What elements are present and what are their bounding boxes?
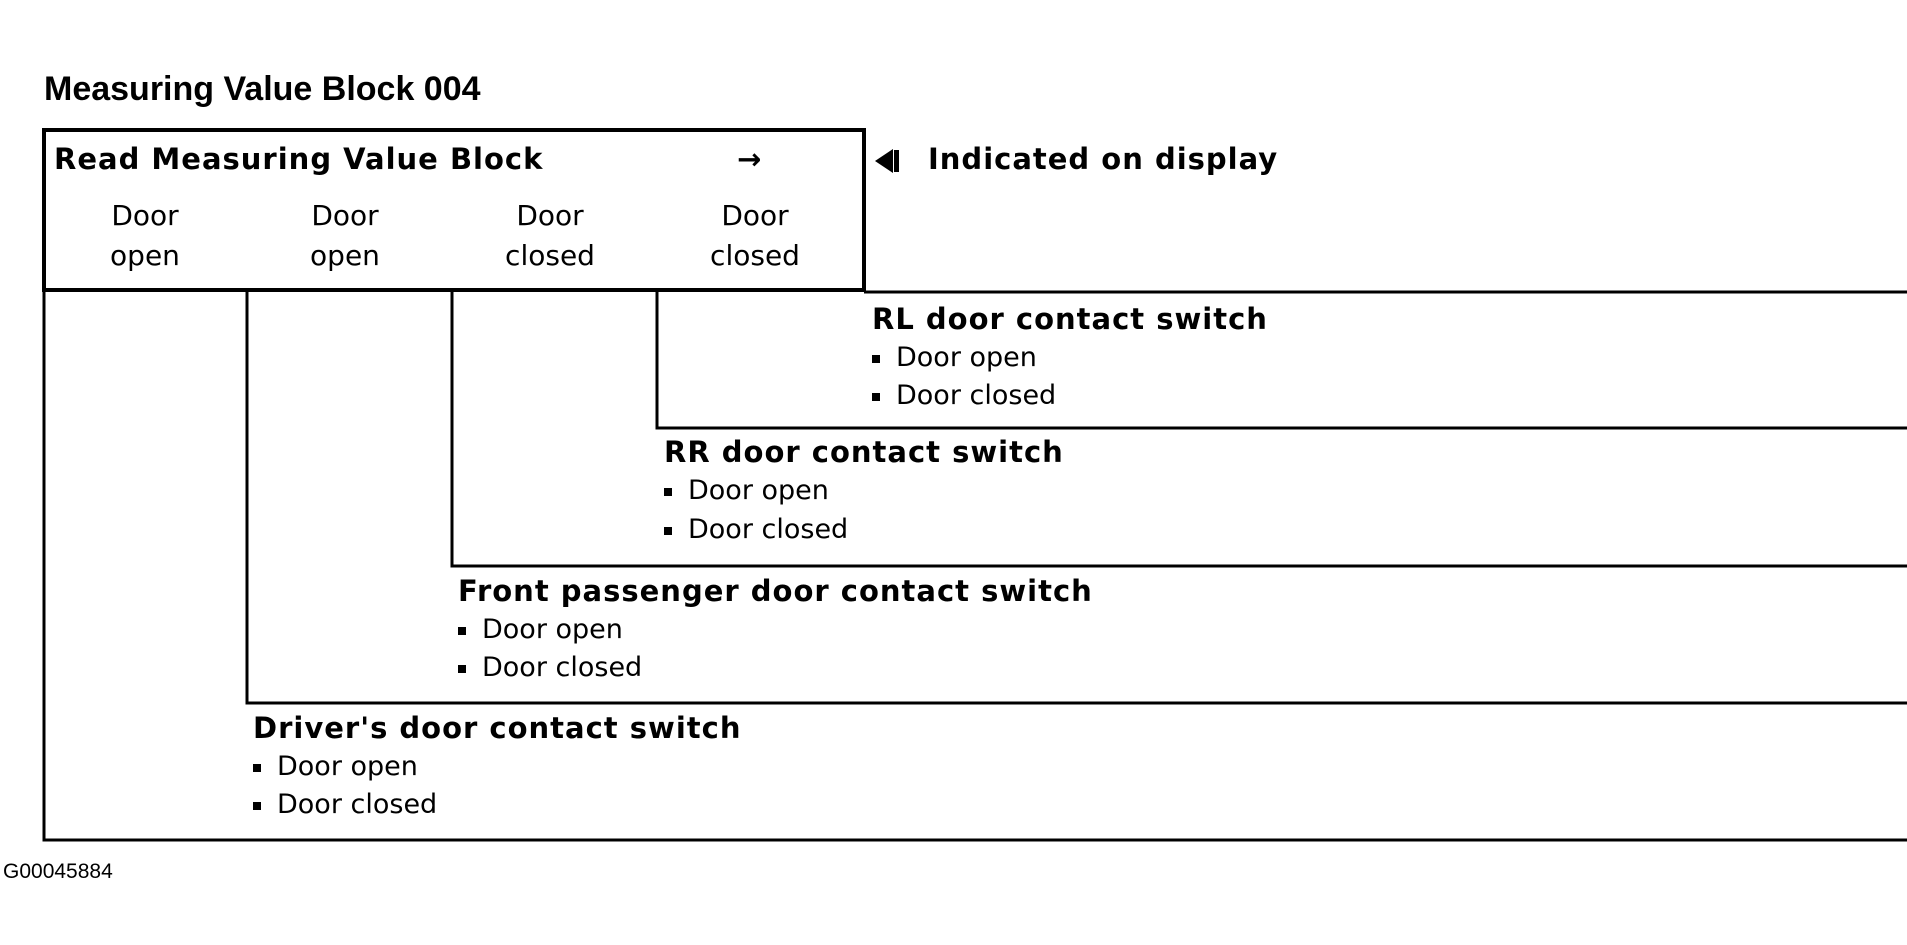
driver-item-open: Door open	[253, 751, 418, 782]
item-label: Door open	[688, 475, 829, 506]
display-header: Read Measuring Value Block	[54, 142, 544, 176]
rl-switch-title: RL door contact switch	[872, 302, 1268, 336]
rr-connector	[450, 290, 1907, 568]
rr-switch-title: RR door contact switch	[664, 435, 1064, 469]
display-value-line2: closed	[710, 239, 800, 272]
fp-item-open: Door open	[458, 614, 623, 645]
indicated-label: Indicated on display	[928, 142, 1279, 176]
bullet-icon	[872, 392, 880, 401]
bullet-icon	[872, 354, 880, 363]
display-box-border	[42, 128, 866, 292]
rr-item-closed: Door closed	[664, 514, 848, 545]
display-value-line2: open	[110, 239, 180, 272]
item-label: Door closed	[482, 652, 643, 683]
display-value-line1: Door	[111, 199, 179, 232]
indicator-arrow-icon	[875, 149, 893, 173]
fp-item-closed: Door closed	[458, 652, 642, 683]
display-value-3: Door closed	[465, 196, 635, 276]
rr-item-open: Door open	[664, 475, 829, 506]
item-label: Door closed	[688, 514, 849, 545]
display-value-line2: closed	[505, 239, 595, 272]
display-value-4: Door closed	[670, 196, 840, 276]
item-label: Door open	[896, 342, 1037, 373]
driver-switch-title: Driver's door contact switch	[253, 711, 742, 745]
display-arrow: →	[737, 142, 763, 176]
item-label: Door open	[482, 614, 623, 645]
fp-switch-title: Front passenger door contact switch	[458, 574, 1093, 608]
rl-connector	[655, 290, 1907, 430]
item-label: Door closed	[277, 789, 438, 820]
rl-item-open: Door open	[872, 342, 1037, 373]
bullet-icon	[664, 487, 672, 496]
bullet-icon	[664, 526, 672, 535]
bullet-icon	[458, 664, 466, 673]
item-label: Door open	[277, 751, 418, 782]
rl-item-closed: Door closed	[872, 380, 1056, 411]
fp-connector	[245, 290, 1907, 705]
page-title: Measuring Value Block 004	[44, 70, 481, 108]
display-value-1: Door open	[60, 196, 230, 276]
bullet-icon	[458, 626, 466, 635]
display-value-line1: Door	[721, 199, 789, 232]
figure-id: G00045884	[3, 860, 113, 883]
driver-connector	[42, 290, 1907, 842]
display-value-2: Door open	[260, 196, 430, 276]
display-value-line1: Door	[311, 199, 379, 232]
bullet-icon	[253, 763, 261, 772]
display-value-line1: Door	[516, 199, 584, 232]
bullet-icon	[253, 801, 261, 810]
item-label: Door closed	[896, 380, 1057, 411]
display-value-line2: open	[310, 239, 380, 272]
indicator-arrow-bar	[894, 150, 899, 172]
driver-item-closed: Door closed	[253, 789, 437, 820]
